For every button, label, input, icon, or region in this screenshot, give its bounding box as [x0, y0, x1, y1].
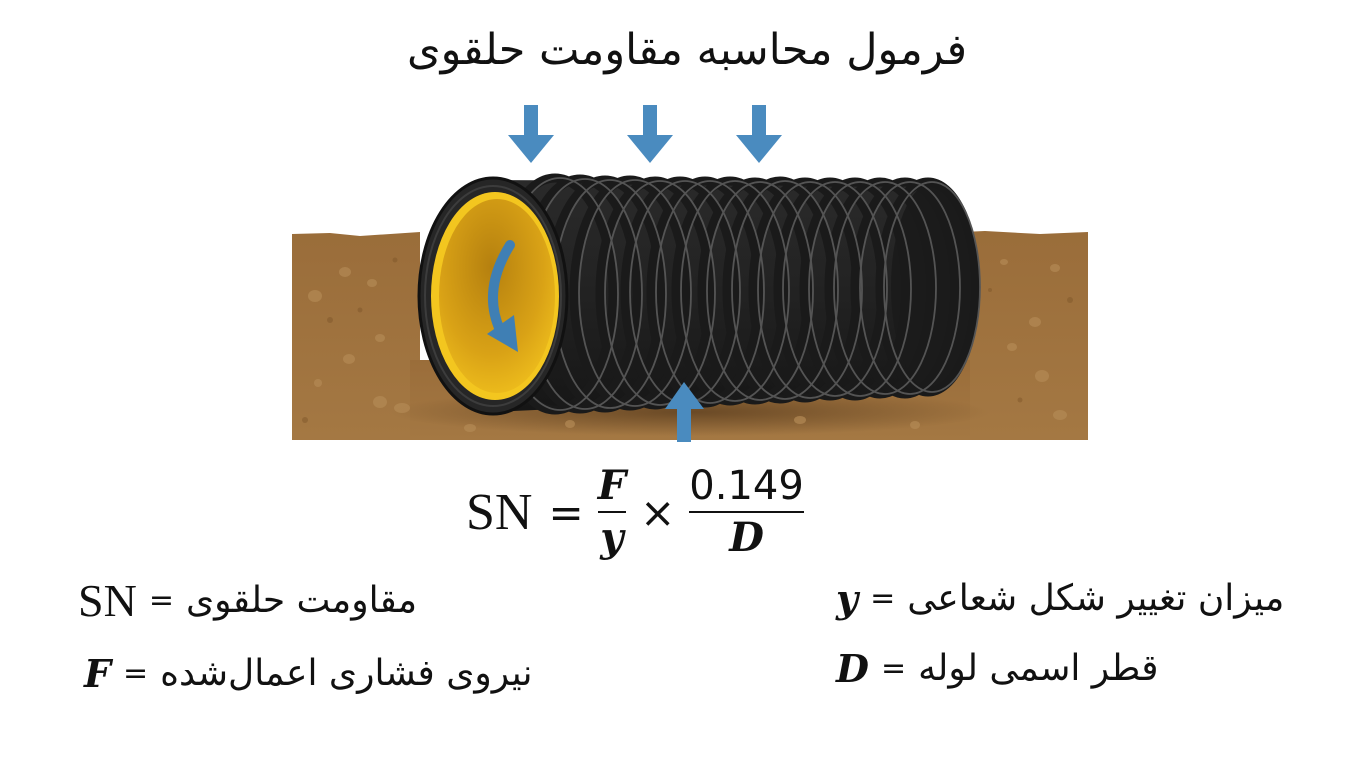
formula-times: × — [640, 487, 676, 537]
formula-equals: = — [548, 487, 584, 537]
load-arrows — [508, 105, 782, 163]
fraction-force-over-deflection: F y — [597, 462, 627, 561]
legend-description: میزان تغییر شکل شعاعی — [907, 577, 1285, 619]
formula-lhs: SN — [466, 483, 533, 541]
legend-description: مقاومت حلقوی — [185, 579, 418, 621]
fraction-denominator: D — [729, 514, 764, 561]
legend-item-y: y = میزان تغییر شکل شعاعی — [836, 570, 1284, 626]
fraction-bar — [597, 511, 627, 513]
ring-stiffness-formula: SN = F y × 0.149 D — [466, 462, 810, 562]
legend-item-d: D = قطر اسمی لوله — [836, 640, 1158, 696]
legend-symbol: SN — [78, 574, 137, 626]
corrugated-pipe — [417, 173, 981, 416]
legend-equals: = — [880, 650, 907, 686]
fraction-bar — [689, 511, 804, 513]
page-title: فرمول محاسبه مقاومت حلقوی — [406, 25, 968, 75]
legend-equals: = — [870, 580, 896, 616]
down-arrow-icon — [736, 105, 782, 163]
fraction-constant-over-diameter: 0.149 D — [689, 463, 804, 561]
curved-arrow-icon — [487, 240, 518, 352]
fraction-numerator: 0.149 — [689, 463, 804, 509]
down-arrow-icon — [508, 105, 554, 163]
legend-item-sn: SN = مقاومت حلقوی — [78, 572, 417, 628]
legend-description: قطر اسمی لوله — [918, 647, 1159, 689]
legend-symbol: F — [84, 650, 111, 696]
down-arrow-icon — [627, 105, 673, 163]
up-arrow-icon — [665, 382, 704, 442]
legend-symbol: D — [836, 645, 869, 691]
legend-item-f: F = نیروی فشاری اعمال‌شده — [84, 645, 533, 701]
legend-equals: = — [148, 582, 174, 618]
legend-equals: = — [122, 655, 149, 691]
legend-description: نیروی فشاری اعمال‌شده — [160, 652, 533, 694]
fraction-numerator: F — [597, 462, 627, 509]
legend-symbol: y — [836, 575, 859, 621]
fraction-denominator: y — [600, 514, 624, 561]
